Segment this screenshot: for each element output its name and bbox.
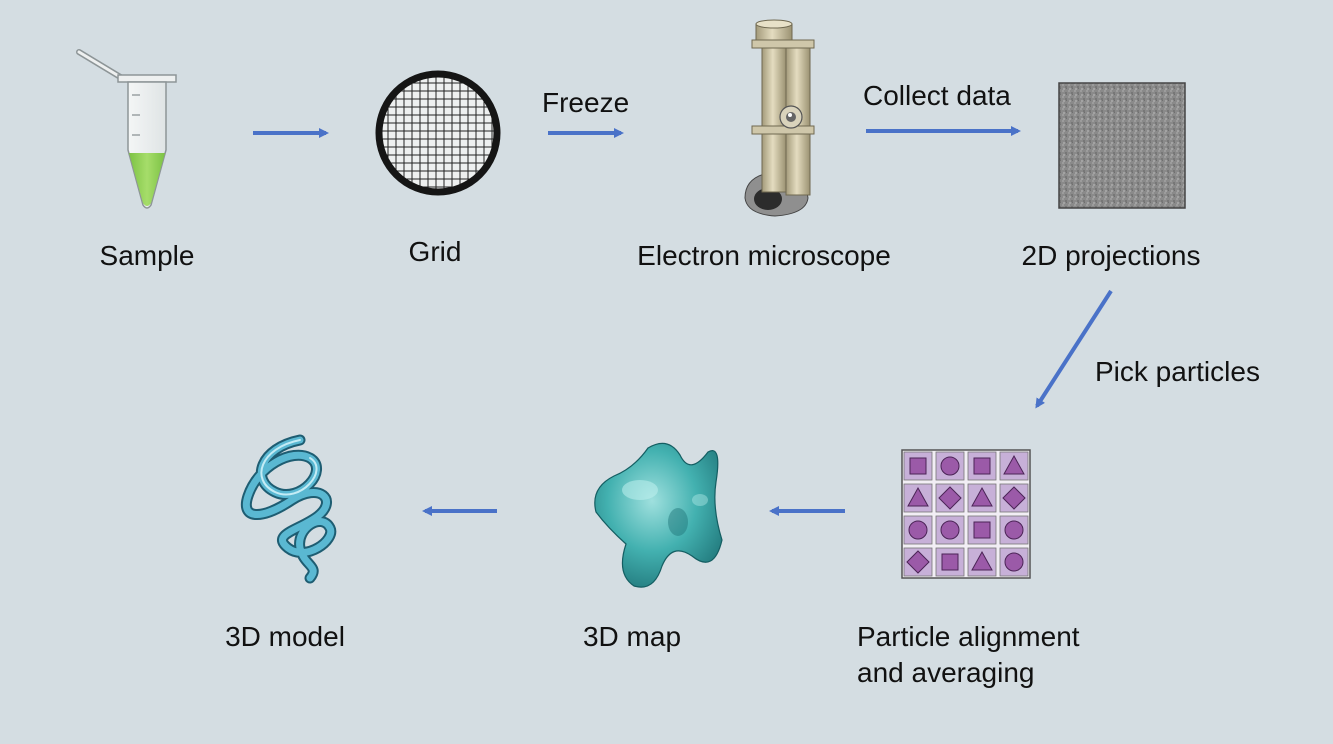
- particle-grid-icon: [901, 449, 1031, 579]
- label-grid: Grid: [408, 236, 462, 267]
- label-alignment-line2: and averaging: [857, 657, 1035, 688]
- tube-icon: [76, 49, 177, 209]
- ribbon-model-icon: [240, 434, 337, 584]
- label-alignment-line1: Particle alignment: [857, 621, 1080, 652]
- label-model: 3D model: [225, 621, 345, 652]
- label-freeze: Freeze: [542, 87, 630, 118]
- particle-triangle: [971, 550, 993, 571]
- label-sample: Sample: [99, 240, 195, 271]
- particle-triangle: [1003, 454, 1025, 475]
- label-microscope: Electron microscope: [637, 240, 891, 271]
- arrows: [253, 126, 1113, 516]
- label-projections: 2D projections: [1021, 240, 1201, 271]
- particle-diamond: [1002, 486, 1026, 510]
- label-collect-data: Collect data: [863, 80, 1011, 111]
- label-pick-particles: Pick particles: [1095, 356, 1260, 387]
- microscope-icon: [744, 19, 815, 217]
- particle-triangle: [971, 486, 993, 507]
- particle-diamond: [906, 550, 930, 574]
- particle-square: [973, 457, 991, 475]
- micrograph-icon: [1058, 82, 1186, 209]
- particle-square: [941, 553, 959, 571]
- label-map: 3D map: [582, 621, 682, 652]
- density-map-icon: [594, 442, 723, 588]
- particle-tile: [935, 547, 965, 577]
- arrow-projections-to-particles: [1035, 289, 1113, 409]
- particle-square: [973, 521, 991, 539]
- grid-icon: [375, 70, 501, 196]
- particle-circle: [940, 520, 960, 540]
- particle-circle: [908, 520, 928, 540]
- particle-circle: [940, 456, 960, 476]
- particle-diamond: [938, 486, 962, 510]
- particle-triangle: [907, 486, 929, 507]
- particle-circle: [1004, 520, 1024, 540]
- particle-circle: [1004, 552, 1024, 572]
- particle-square: [909, 457, 927, 475]
